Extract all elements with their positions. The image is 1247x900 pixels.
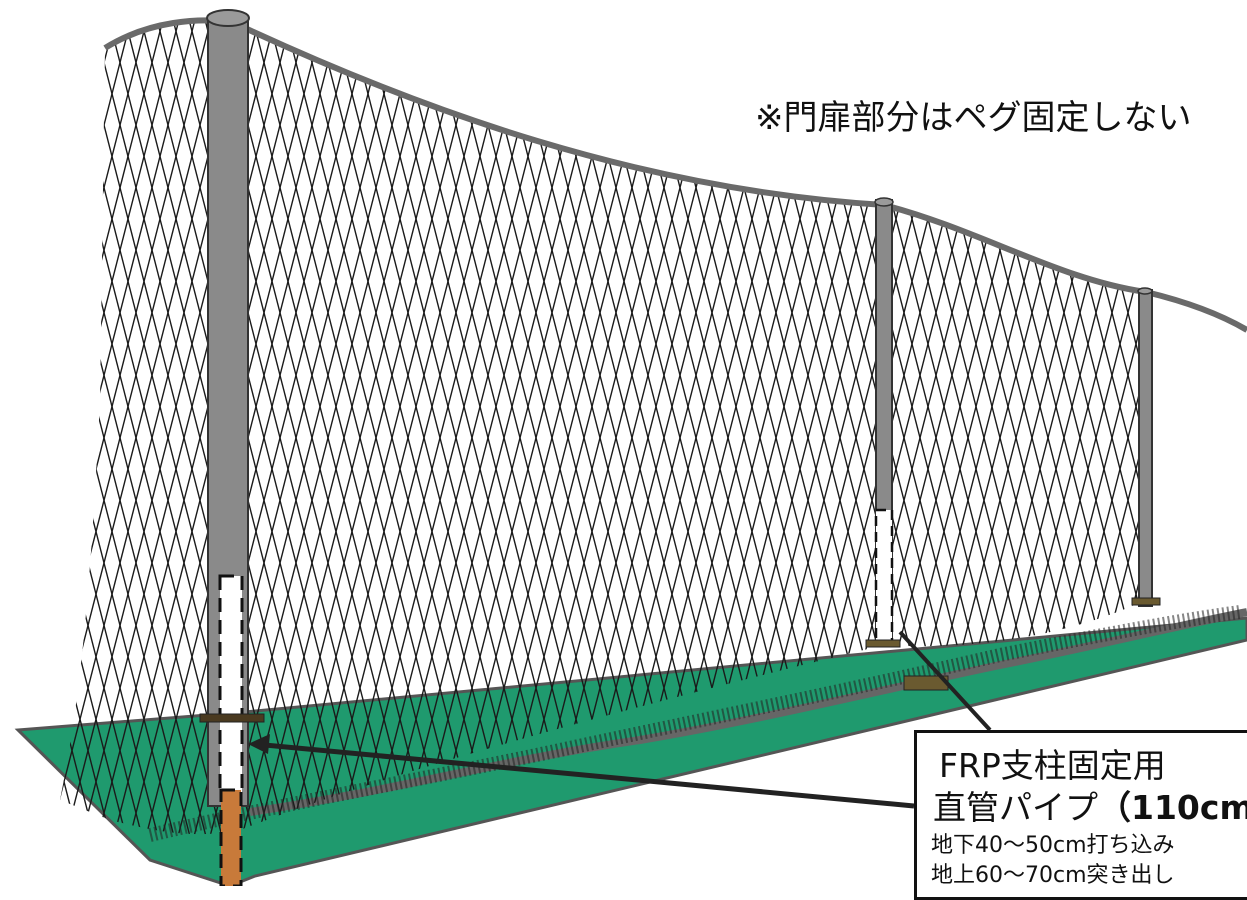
net-strand [60,20,117,835]
net-strand [315,20,537,835]
net-strand [359,20,581,835]
callout-line-1: FRP支柱固定用 [939,746,1166,785]
net-strand [151,20,373,835]
leader-arrow-left [248,734,270,754]
net-strand [299,20,521,835]
left-post-cap [206,9,250,27]
net-strand [279,20,501,835]
net-strand [331,20,553,835]
middle-clamp [865,639,901,648]
net-strand [215,20,437,835]
net-strand [0,0,8,860]
net-strand [267,20,489,835]
ground-sheet-back-edge [249,608,1247,816]
right-post-cap [1137,287,1153,295]
net-strand [343,20,565,835]
net-strand [60,20,149,835]
net-strand [60,20,133,835]
net-strand [327,20,549,835]
net-strand [231,20,453,835]
net-strand [60,20,165,835]
net-strand [60,20,169,835]
net-strand [91,20,313,835]
net-strand [247,20,469,835]
callout-line-2: 直管パイプ（110cm [933,787,1247,829]
net-skirt [148,605,1241,842]
right-clamp [1131,597,1161,606]
leader-line-middle [898,630,992,732]
net-strand [60,20,213,835]
net-strand [295,20,517,835]
net-strand [283,20,505,835]
pipe-callout-box: FRP支柱固定用 直管パイプ（110cm 地下40～50cm打ち込み 地上60～… [914,730,1247,900]
net-strand [155,20,377,835]
net-strand [391,20,613,835]
net-strand [347,20,569,835]
net-strand [375,20,597,835]
net-strand [167,20,389,835]
net-strand [75,20,297,835]
net-strand [60,20,233,835]
middle-steel-pipe [874,508,894,648]
callout-line-2-paren: （110cm [1098,788,1247,827]
gate-note: ※門扉部分はペグ固定しない [755,98,1192,138]
net-strand [60,20,217,835]
callout-line-3: 地下40～50cm打ち込み [931,833,1175,858]
callout-line-2-main: 直管パイプ [933,788,1098,827]
net-strand [251,20,473,835]
net-strand [139,20,361,835]
net-strand [407,20,629,835]
right-frp-post [1138,289,1153,607]
middle-post-cap [874,197,894,207]
net-strand [60,20,229,835]
net-strand [311,20,533,835]
net-strand [235,20,457,835]
callout-line-4: 地上60～70cm突き出し [931,863,1175,888]
net-strand [60,20,153,835]
net-strand [263,20,485,835]
left-steel-pipe [218,574,244,794]
left-pipe-underground [219,788,243,886]
net-strand [87,20,309,835]
leader-line-left [253,741,915,809]
left-clamp [199,713,265,723]
